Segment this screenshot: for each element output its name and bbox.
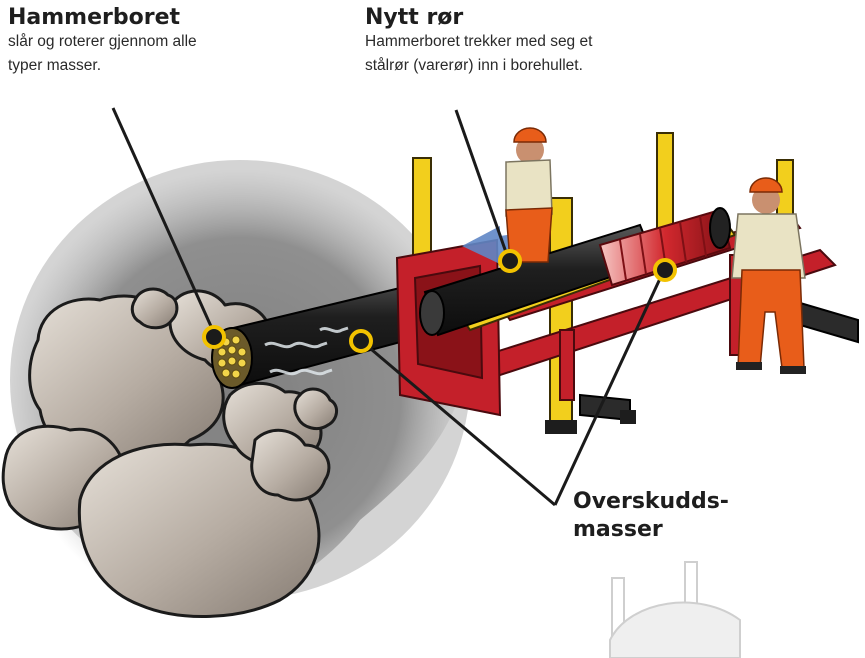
callout-ring — [653, 258, 677, 282]
callout-lines — [111, 107, 666, 507]
rock-pile — [1, 287, 338, 618]
label-hammerboret: Hammerboret slår og roterer gjennom alle… — [8, 6, 268, 78]
callout-ring — [202, 325, 226, 349]
label-desc-line: typer masser. — [8, 57, 102, 74]
callout-ring — [349, 329, 373, 353]
callout-ring — [498, 249, 522, 273]
label-overskuddsmasser: Overskudds- masser — [573, 488, 773, 544]
rock — [130, 287, 179, 330]
label-title: Hammerboret — [8, 5, 181, 30]
label-desc-line: stålrør (varerør) inn i borehullet. — [365, 57, 583, 74]
flow-arrows — [264, 326, 349, 376]
worker-left — [505, 127, 553, 263]
label-desc-line: Hammerboret trekker med seg et — [365, 33, 593, 50]
worker-right — [731, 177, 806, 374]
rock — [250, 428, 331, 502]
rock — [293, 387, 338, 430]
label-title-line: masser — [573, 517, 663, 542]
label-nytt-ror: Nytt rør Hammerboret trekker med seg et … — [365, 6, 665, 78]
callout-markers — [202, 249, 677, 353]
next-pipe-preview — [609, 561, 741, 658]
label-desc-line: slår og roterer gjennom alle — [8, 33, 197, 50]
drilling-rig — [395, 132, 859, 434]
hammer-roller — [598, 207, 732, 287]
label-title-line: Overskudds- — [573, 489, 729, 514]
label-title: Nytt rør — [365, 5, 464, 30]
